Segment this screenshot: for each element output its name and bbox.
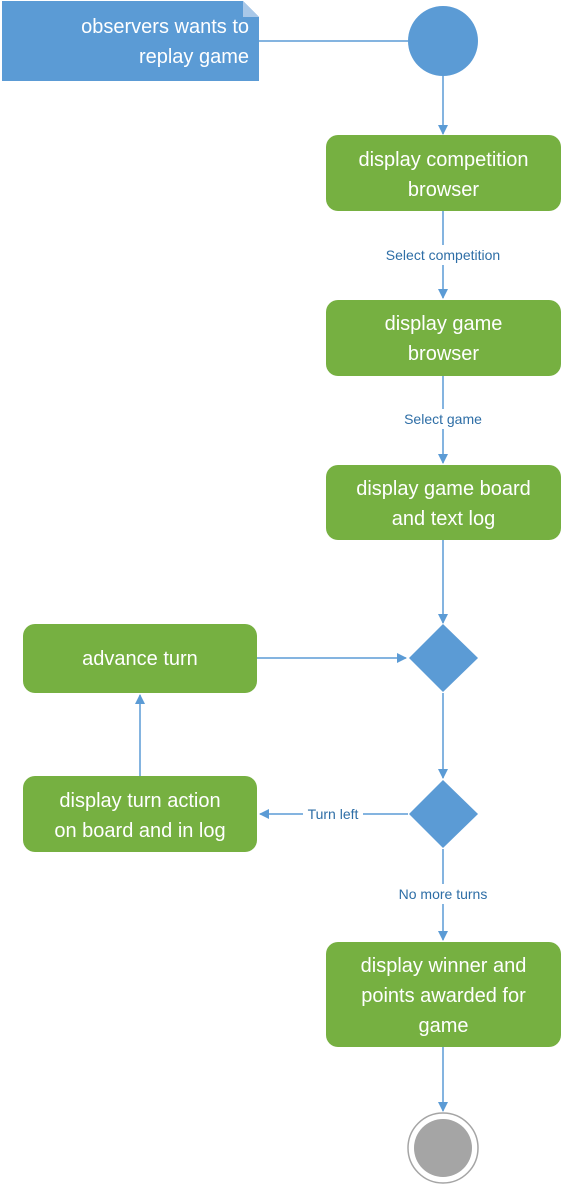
action-display-turn-action: display turn action on board and in log [23, 776, 257, 852]
action-advance-turn: advance turn [23, 624, 257, 693]
action-line-1: display game [385, 313, 503, 335]
action-line-2: on board and in log [54, 820, 225, 842]
edge-label-no-more-turns: No more turns [399, 886, 488, 902]
action-line-1: display winner and [361, 955, 527, 977]
action-display-game-board: display game board and text log [326, 465, 561, 540]
action-display-competition-browser: display competition browser [326, 135, 561, 211]
action-display-game-browser: display game browser [326, 300, 561, 376]
initial-node [408, 6, 478, 76]
merge-node [409, 624, 478, 692]
note-observers: observers wants to replay game [2, 1, 259, 81]
action-line-2: points awarded for [361, 985, 526, 1007]
action-line-3: game [418, 1015, 468, 1037]
action-line-1: display competition [358, 149, 528, 171]
action-line-1: display turn action [59, 790, 220, 812]
decision-node [409, 780, 478, 848]
final-node [407, 1112, 479, 1184]
action-line-1: advance turn [82, 648, 198, 670]
edge-label-select-competition: Select competition [386, 247, 500, 263]
action-line-2: and text log [392, 508, 495, 530]
action-display-winner: display winner and points awarded for ga… [326, 942, 561, 1047]
action-line-2: browser [408, 343, 479, 365]
edge-label-turn-left: Turn left [308, 806, 359, 822]
note-line-2: replay game [139, 46, 249, 68]
edge-label-select-game: Select game [404, 411, 482, 427]
action-line-1: display game board [356, 478, 531, 500]
action-line-2: browser [408, 179, 479, 201]
note-line-1: observers wants to [81, 16, 249, 38]
